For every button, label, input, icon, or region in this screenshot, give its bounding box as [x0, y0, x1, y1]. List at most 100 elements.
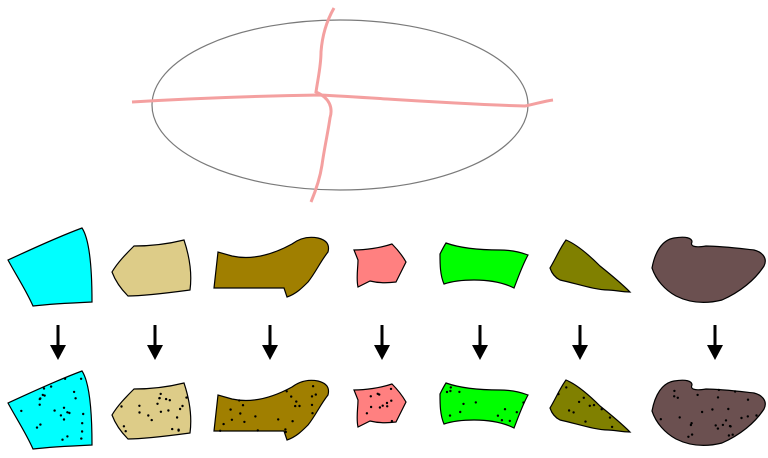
dot-mark	[285, 431, 287, 433]
dotted-pieces-row	[8, 371, 765, 449]
dot-mark	[294, 405, 296, 407]
dot-mark	[679, 416, 681, 418]
dot-mark	[370, 406, 372, 408]
dot-mark	[179, 408, 181, 410]
piece-salmon	[354, 244, 406, 287]
down-arrow-icon	[572, 325, 588, 360]
dot-mark	[747, 415, 749, 417]
dot-mark	[449, 414, 451, 416]
dot-mark	[717, 396, 719, 398]
dot-mark	[611, 426, 613, 428]
dot-mark	[390, 388, 392, 390]
dot-mark	[185, 396, 187, 398]
dot-mark	[370, 395, 372, 397]
dot-mark	[290, 395, 292, 397]
dot-mark	[158, 397, 160, 399]
dot-mark	[516, 411, 518, 413]
dot-mark	[239, 412, 241, 414]
horizontal-cut-line	[132, 95, 553, 106]
ellipse-group	[132, 8, 553, 202]
dot-mark	[509, 420, 511, 422]
dot-mark	[315, 393, 317, 395]
dot-mark	[286, 390, 288, 392]
down-arrow-icon	[472, 325, 488, 360]
dot-mark	[20, 410, 22, 412]
dot-mark	[711, 408, 713, 410]
dot-mark	[717, 427, 719, 429]
dot-mark	[81, 422, 83, 424]
dot-mark	[701, 411, 703, 413]
dot-mark	[181, 405, 183, 407]
dotted-piece-dark-brown	[652, 380, 765, 445]
down-arrow-icon	[262, 325, 278, 360]
dot-mark	[60, 414, 62, 416]
dotted-piece-salmon	[354, 384, 406, 427]
dot-mark	[242, 404, 244, 406]
dot-mark	[231, 419, 233, 421]
dotted-piece-tan	[112, 383, 191, 439]
dot-mark	[572, 411, 574, 413]
dot-mark	[725, 419, 727, 421]
piece-olive	[550, 240, 630, 292]
dot-mark	[156, 403, 158, 405]
dot-mark	[277, 418, 279, 420]
dot-mark	[66, 435, 68, 437]
dot-mark	[138, 411, 140, 413]
dot-mark	[82, 413, 84, 415]
dot-mark	[722, 424, 724, 426]
dot-mark	[284, 428, 286, 430]
dot-mark	[238, 399, 240, 401]
dot-mark	[729, 425, 731, 427]
dot-mark	[734, 390, 736, 392]
dot-mark	[73, 391, 75, 393]
dot-mark	[450, 386, 452, 388]
dot-mark	[229, 408, 231, 410]
dot-mark	[584, 420, 586, 422]
dot-mark	[147, 414, 149, 416]
dot-mark	[120, 405, 122, 407]
dot-mark	[169, 399, 171, 401]
dot-mark	[446, 391, 448, 393]
dot-mark	[391, 420, 393, 422]
dot-mark	[601, 408, 603, 410]
dot-mark	[732, 434, 734, 436]
dot-mark	[68, 412, 70, 414]
dot-mark	[504, 408, 506, 410]
dot-mark	[165, 398, 167, 400]
dot-mark	[589, 405, 591, 407]
dot-mark	[747, 399, 749, 401]
dot-mark	[42, 394, 44, 396]
dot-mark	[160, 393, 162, 395]
dot-mark	[462, 403, 464, 405]
dot-mark	[177, 429, 179, 431]
dot-mark	[377, 393, 379, 395]
dot-mark	[81, 430, 83, 432]
piece-green	[440, 243, 528, 288]
dot-mark	[39, 423, 41, 425]
dotted-piece-cyan	[8, 371, 92, 449]
dot-mark	[390, 400, 392, 402]
dot-mark	[449, 390, 451, 392]
dot-mark	[728, 434, 730, 436]
dot-mark	[583, 397, 585, 399]
dot-mark	[366, 412, 368, 414]
dot-mark	[80, 378, 82, 380]
dot-mark	[459, 411, 461, 413]
dot-mark	[171, 428, 173, 430]
dot-mark	[311, 412, 313, 414]
dot-mark	[311, 404, 313, 406]
dot-mark	[254, 415, 256, 417]
dot-mark	[298, 405, 300, 407]
dot-mark	[687, 436, 689, 438]
dot-mark	[80, 437, 82, 439]
dot-mark	[43, 387, 45, 389]
dot-mark	[677, 397, 679, 399]
dot-mark	[295, 400, 297, 402]
dot-mark	[160, 411, 162, 413]
dot-mark	[312, 385, 314, 387]
dot-mark	[557, 393, 559, 395]
piece-dark-brown	[652, 237, 765, 302]
dot-mark	[696, 394, 698, 396]
dot-mark	[63, 407, 65, 409]
